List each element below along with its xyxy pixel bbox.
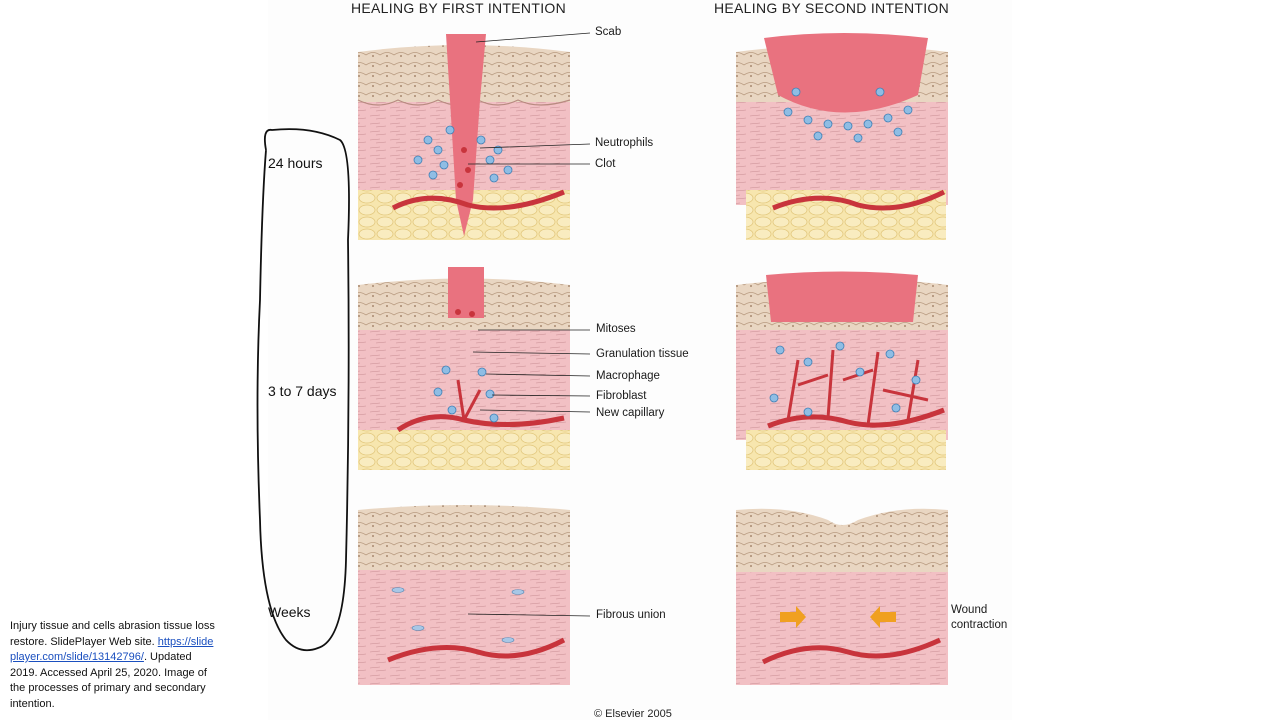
caption-text-2: . Updated 2019. Accessed April 25, 2020.… [10, 651, 207, 710]
label-clot: Clot [595, 158, 616, 170]
heading-second-intention: HEALING BY SECOND INTENTION [714, 0, 949, 16]
label-fibrous-union: Fibrous union [596, 609, 666, 621]
label-new-capillary: New capillary [596, 407, 665, 419]
panel-second-24h [736, 33, 948, 240]
arrow-right-icon [780, 606, 806, 628]
label-fibroblast: Fibroblast [596, 390, 647, 402]
healing-illustration [357, 32, 948, 685]
timeline-3-to-7-days: 3 to 7 days [268, 383, 337, 399]
timeline-24-hours: 24 hours [268, 155, 323, 171]
panel-second-3to7days [736, 271, 948, 470]
label-granulation-tissue: Granulation tissue [596, 348, 689, 360]
label-contraction: contraction [951, 619, 1008, 631]
caption-text-1: Injury tissue and cells abrasion tissue … [10, 620, 215, 648]
timeline-weeks: Weeks [268, 604, 311, 620]
panel-first-weeks [358, 505, 591, 685]
timeline-bracket [256, 128, 350, 652]
wound-healing-figure: HEALING BY FIRST INTENTION HEALING BY SE… [268, 0, 1012, 720]
citation-caption: Injury tissue and cells abrasion tissue … [10, 619, 215, 712]
label-macrophage: Macrophage [596, 370, 660, 382]
panel-first-24h [357, 32, 591, 240]
label-wound: Wound [951, 604, 988, 616]
heading-first-intention: HEALING BY FIRST INTENTION [351, 0, 566, 16]
label-neutrophils: Neutrophils [595, 137, 654, 149]
copyright-notice: © Elsevier 2005 [594, 708, 672, 720]
arrow-left-icon [870, 606, 896, 628]
label-scab: Scab [595, 26, 622, 38]
panel-second-weeks [736, 508, 948, 685]
panel-first-3to7days [358, 267, 591, 470]
citation-link[interactable]: https://slideplayer.com/slide/13142796/ [10, 635, 214, 664]
label-mitoses: Mitoses [596, 323, 636, 335]
